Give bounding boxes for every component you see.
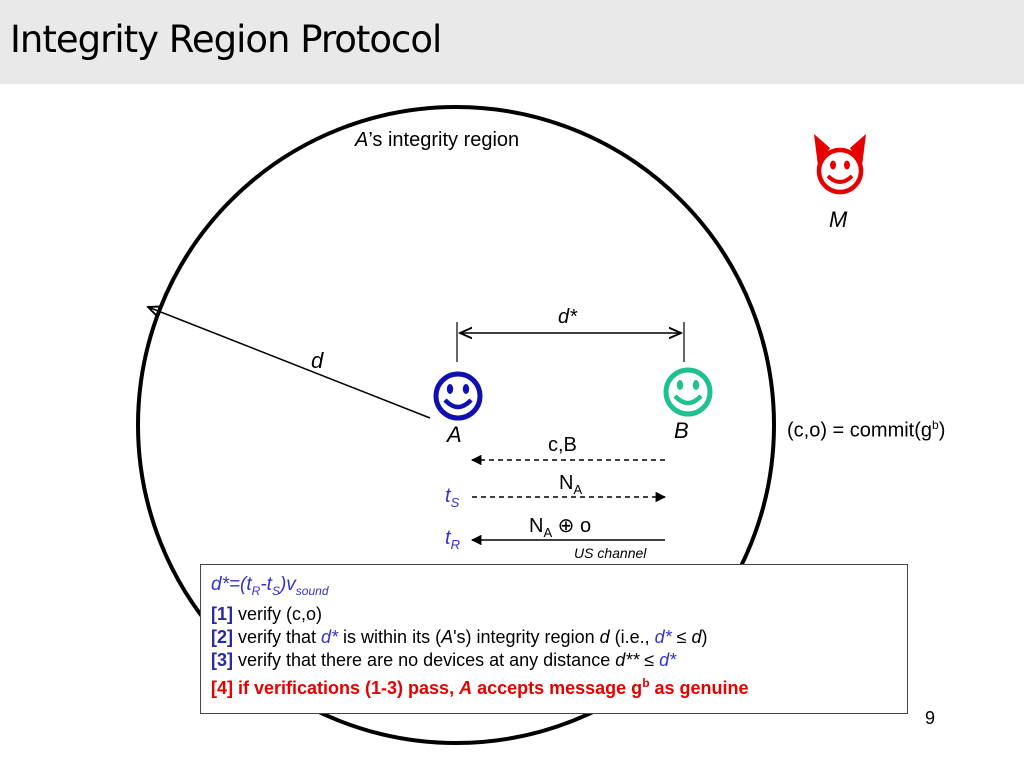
us-channel-label: US channel <box>574 545 647 561</box>
verification-box: d*=(tR-tS)vsound [1] verify (c,o) [2] ve… <box>200 564 908 714</box>
title-bar <box>0 0 1024 84</box>
page-title: Integrity Region Protocol <box>10 18 442 61</box>
node-b-label: B <box>674 418 689 443</box>
attacker-label: M <box>829 207 848 232</box>
dstar-label: d* <box>558 306 577 328</box>
integrity-region-circle <box>136 105 776 745</box>
step-4: [4] if verifications (1-3) pass, A accep… <box>211 675 749 698</box>
page-number: 9 <box>925 708 936 728</box>
message-cb-label: c,B <box>548 434 577 456</box>
node-b-smiley-icon <box>663 367 713 417</box>
node-a-label: A <box>447 422 462 447</box>
step-2: [2] verify that d* is within its (A's) i… <box>211 626 708 647</box>
attacker-devil-icon <box>814 134 866 195</box>
tr-label: tR <box>445 527 460 552</box>
node-a-smiley-icon <box>433 371 483 421</box>
formula-line: d*=(tR-tS)vsound <box>211 574 329 598</box>
step-3: [3] verify that there are no devices at … <box>211 649 677 670</box>
message-na-xor-o-label: NA ⊕ o <box>529 515 592 540</box>
step-1: [1] verify (c,o) <box>211 603 323 624</box>
distance-label: d <box>311 348 324 373</box>
ts-label: tS <box>445 485 460 510</box>
radius-arrow <box>148 307 431 419</box>
message-na-label: NA <box>559 472 583 497</box>
commit-label: (c,o) = commit(gb) <box>787 418 946 442</box>
region-label: A’s integrity region <box>355 129 520 151</box>
